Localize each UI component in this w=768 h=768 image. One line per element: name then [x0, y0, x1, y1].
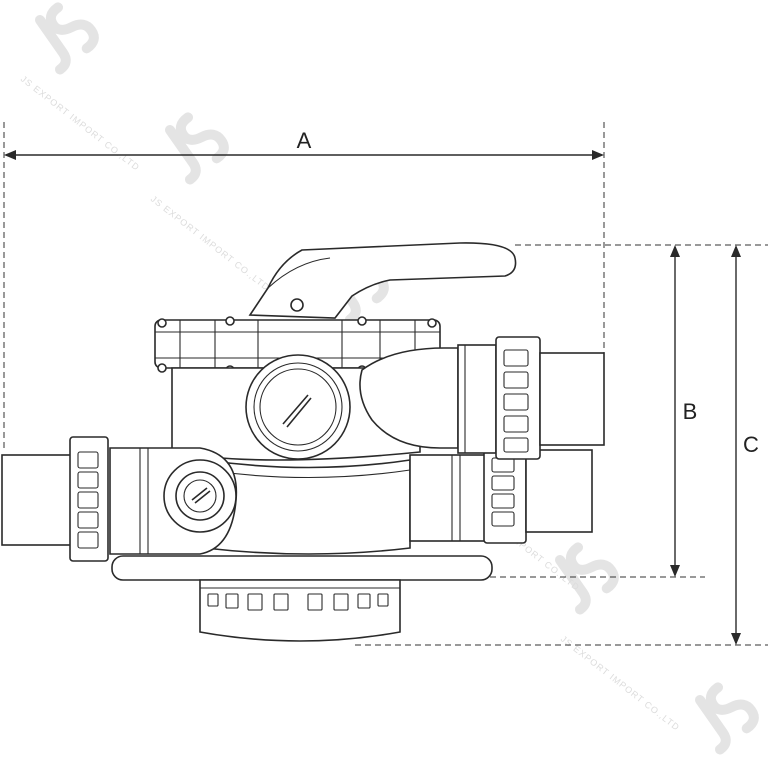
dimension-a-arrow-left	[4, 150, 16, 160]
valve-lower-body	[204, 459, 411, 555]
lid-screw	[157, 363, 167, 373]
watermark-company-text-4: JS EXPORT IMPORT CO.,LTD	[559, 634, 682, 733]
dimension-c-arrow-bottom	[731, 633, 741, 645]
dimension-c-label: C	[743, 432, 759, 457]
left-union-nut	[69, 436, 109, 562]
right-upper-pipe	[539, 352, 605, 446]
right-upper-port-body	[457, 344, 497, 454]
handle-pin	[290, 298, 304, 312]
dimension-a: A	[3, 122, 605, 448]
right-upper-union-nut	[495, 336, 541, 460]
watermark-logo-mid-right	[555, 542, 619, 615]
pressure-gauge	[245, 354, 351, 460]
base-flange	[111, 555, 493, 581]
dimension-b-arrow-bottom	[670, 565, 680, 577]
dimension-b-arrow-top	[670, 245, 680, 257]
dimension-b: B	[480, 244, 768, 578]
right-lower-port-body	[409, 454, 486, 542]
lid-screw	[225, 316, 235, 326]
bottom-collar	[199, 579, 401, 642]
right-lower-pipe	[525, 449, 593, 533]
lid-screw	[157, 318, 167, 328]
lid-screw	[357, 316, 367, 326]
dimension-b-label: B	[683, 399, 698, 424]
watermark-logo-bottom-right	[695, 682, 759, 755]
watermark-company-text-1: JS EXPORT IMPORT CO.,LTD	[19, 74, 142, 173]
dimension-c: C	[355, 245, 768, 646]
lid-screw	[427, 318, 437, 328]
multiport-valve	[1, 242, 605, 642]
dimension-c-arrow-top	[731, 245, 741, 257]
dimension-a-arrow-right	[592, 150, 604, 160]
watermark-logo-mid-left	[165, 112, 229, 185]
watermark-company-text-2: JS EXPORT IMPORT CO.,LTD	[149, 194, 272, 293]
valve-elbow	[359, 347, 459, 449]
left-pipe	[1, 454, 73, 546]
valve-lid	[154, 316, 441, 375]
dimension-a-label: A	[297, 128, 312, 153]
watermark-logo-top-left	[35, 2, 99, 75]
valve-handle	[248, 242, 517, 319]
